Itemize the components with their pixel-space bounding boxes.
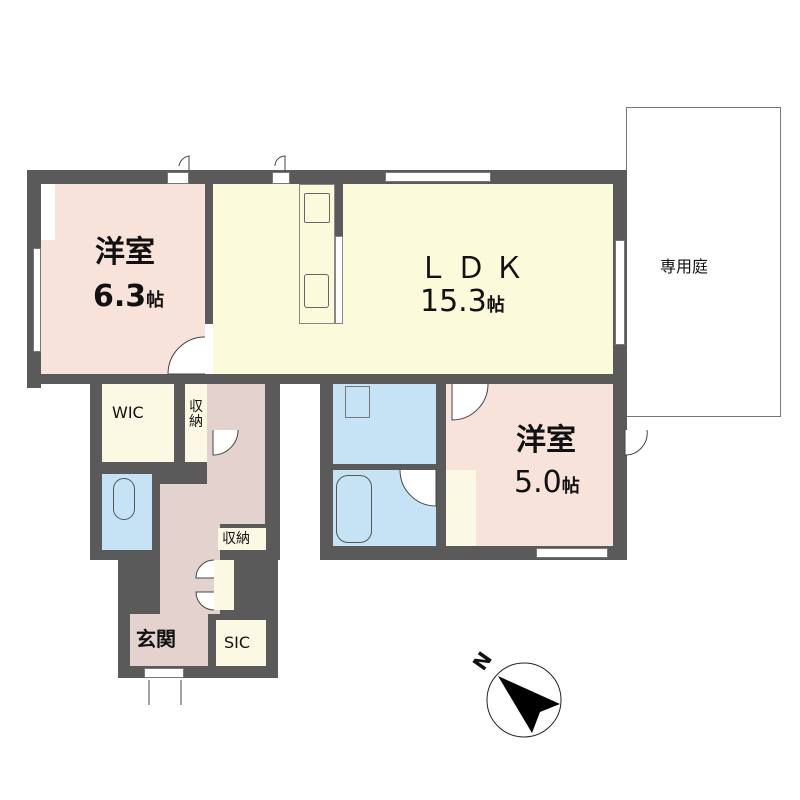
wall-kitchen bbox=[335, 184, 343, 236]
washbasin-icon bbox=[345, 386, 370, 418]
window-ldk-right bbox=[615, 240, 625, 345]
entrance-label: 玄関 bbox=[136, 627, 176, 651]
stove-icon bbox=[304, 193, 330, 223]
wall-western1-ldk bbox=[205, 184, 213, 324]
western-1-size-value: 6.3 bbox=[93, 279, 147, 314]
ldk-size-value: 15.3 bbox=[420, 284, 487, 319]
room-wic bbox=[102, 384, 174, 462]
room-western-1-alcove bbox=[41, 240, 55, 374]
western-2-size-unit: 帖 bbox=[561, 476, 580, 497]
western-1-name: 洋室 bbox=[95, 235, 155, 270]
room-entrance bbox=[130, 614, 208, 666]
ldk-name: ＬＤＫ bbox=[418, 251, 532, 286]
bathtub-icon bbox=[336, 475, 372, 543]
room-western-1 bbox=[55, 184, 205, 374]
room-ldk bbox=[213, 184, 613, 374]
closet-western-2 bbox=[446, 470, 476, 546]
western-2-name: 洋室 bbox=[516, 423, 576, 458]
toilet-icon bbox=[113, 478, 135, 520]
window-western-2-bottom bbox=[536, 548, 608, 558]
western-1-size-unit: 帖 bbox=[146, 290, 165, 311]
western-1-size: 6.3帖 bbox=[93, 280, 164, 313]
kitchen-partition bbox=[335, 236, 343, 324]
western-2-size: 5.0帖 bbox=[514, 466, 580, 499]
room-storage-2 bbox=[218, 528, 266, 550]
western-2-size-value: 5.0 bbox=[514, 465, 562, 500]
storage-1-label: 収納 bbox=[189, 399, 203, 431]
garden-label: 専用庭 bbox=[660, 257, 709, 276]
room-washroom bbox=[333, 384, 436, 464]
room-storage-1 bbox=[185, 384, 207, 462]
door-top-ldk[interactable] bbox=[272, 172, 290, 184]
wic-label: WIC bbox=[112, 403, 144, 422]
window-ldk-top bbox=[385, 172, 491, 182]
private-garden bbox=[626, 107, 781, 417]
ldk-size: 15.3帖 bbox=[420, 285, 505, 318]
sink-icon bbox=[304, 274, 329, 308]
room-sic bbox=[216, 620, 266, 666]
ldk-size-unit: 帖 bbox=[486, 295, 505, 316]
window-western-1-left bbox=[33, 248, 41, 352]
storage-2-label: 収納 bbox=[222, 531, 250, 547]
sic-label: SIC bbox=[224, 633, 251, 652]
compass-icon bbox=[486, 662, 562, 738]
entrance-door[interactable] bbox=[144, 668, 184, 678]
door-top-western1[interactable] bbox=[167, 172, 189, 184]
shoe-storage bbox=[214, 560, 234, 610]
